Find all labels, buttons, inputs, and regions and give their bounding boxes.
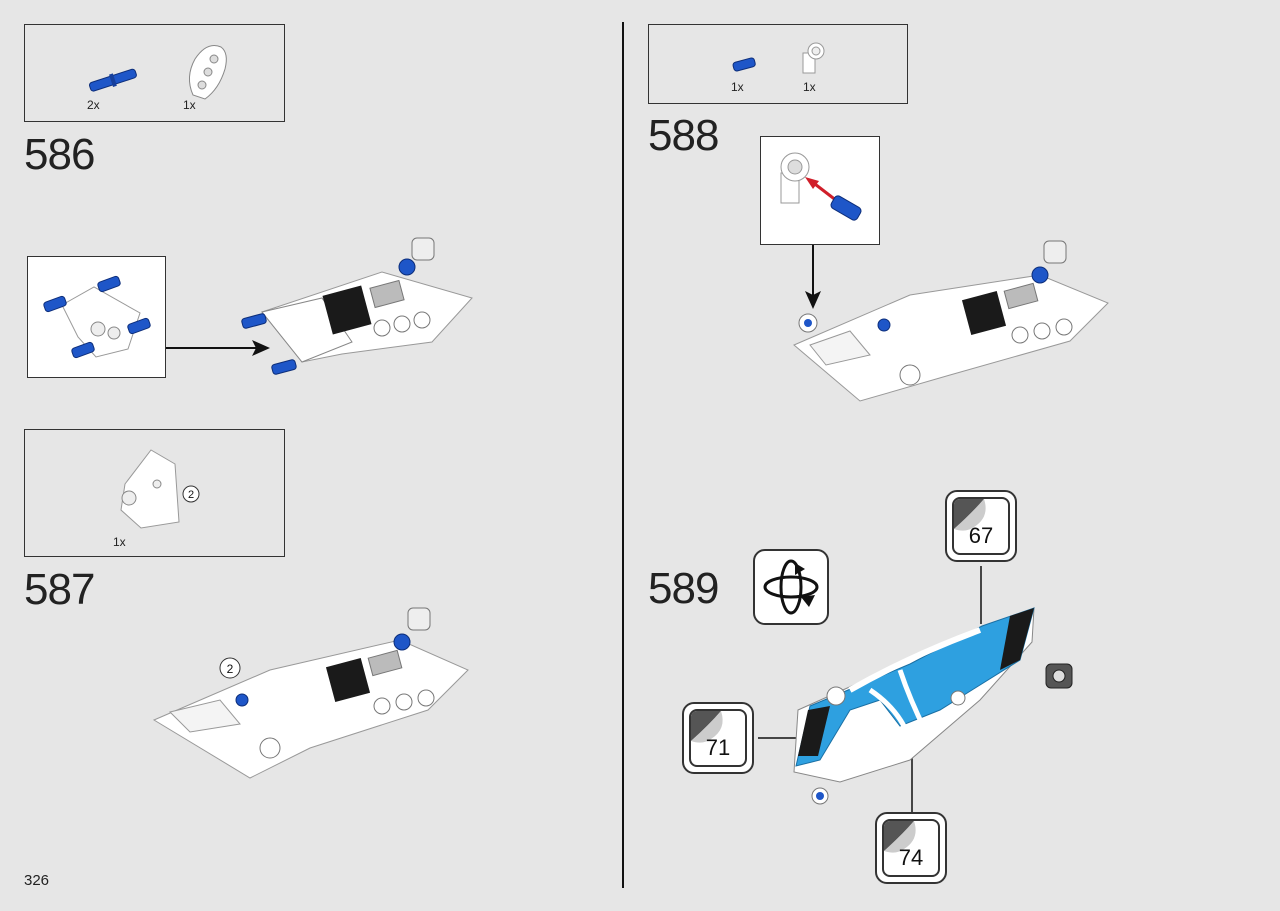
- model-badge: 2: [227, 662, 234, 676]
- part-qty: 1x: [731, 80, 744, 94]
- sticker-label: 67: [968, 523, 994, 548]
- step-number-588: 588: [648, 111, 719, 160]
- sticker-74: 74: [875, 812, 947, 884]
- parts-box-586: 2x 1x: [24, 24, 285, 122]
- model-assembly-589: [758, 566, 1073, 812]
- sub-assembly-callout: [760, 136, 880, 245]
- rotate-arrows-icon: [763, 559, 819, 615]
- sticker-icon: [691, 711, 723, 743]
- white-liftarm-icon: [189, 45, 227, 100]
- sticker-icon: [884, 821, 916, 853]
- page-number: 326: [24, 872, 50, 889]
- sticker-label: 71: [705, 735, 731, 760]
- sticker-67: 67: [945, 490, 1017, 562]
- parts-box-588: 1x 1x: [648, 24, 908, 104]
- model-assembly-587: 2: [152, 607, 469, 779]
- sticker-icon: [954, 499, 986, 531]
- step-number-587: 587: [24, 565, 95, 614]
- white-connector-icon: [802, 42, 825, 74]
- arrow-icon: [166, 340, 270, 356]
- blue-axle-pin-icon: [89, 68, 137, 92]
- liftarm-with-pins-icon: [43, 275, 151, 359]
- blue-pin-icon: [732, 57, 756, 72]
- sub-assembly-callout: [27, 256, 166, 378]
- step-number-589: 589: [648, 564, 719, 613]
- model-assembly-588: [793, 240, 1109, 402]
- white-panel-icon: 2: [120, 449, 200, 529]
- sticker-label: 74: [898, 845, 924, 870]
- arrow-icon: [805, 245, 821, 309]
- rotate-model-icon: [753, 549, 829, 625]
- sticker-71: 71: [682, 702, 754, 774]
- part-qty: 1x: [183, 98, 196, 112]
- pin-insert-icon: [780, 152, 862, 221]
- part-qty: 1x: [113, 535, 126, 549]
- step-number-586: 586: [24, 130, 95, 179]
- part-badge: 2: [188, 489, 194, 501]
- model-assembly-586: [241, 237, 473, 375]
- parts-box-587: 2 1x: [24, 429, 285, 557]
- page-divider: [622, 22, 624, 888]
- part-qty: 2x: [87, 98, 100, 112]
- part-qty: 1x: [803, 80, 816, 94]
